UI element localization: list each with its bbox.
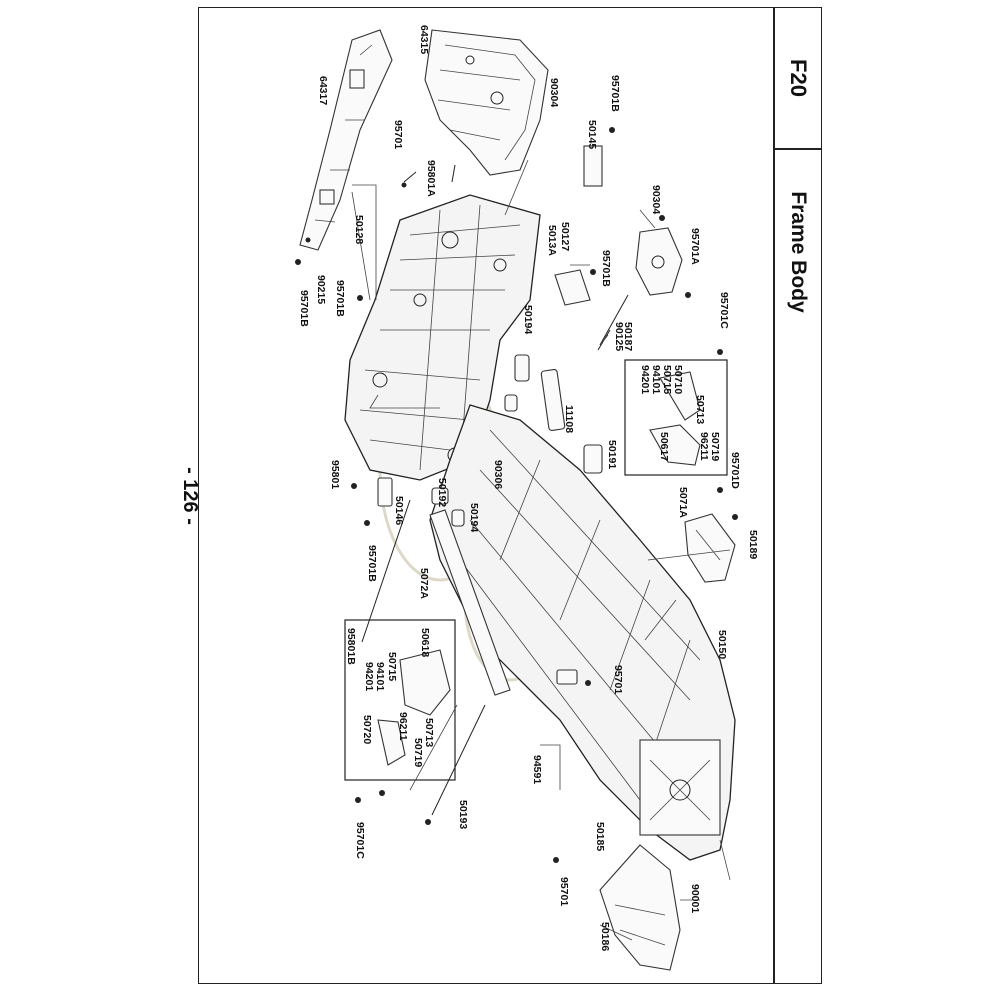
part-label: 95701A (689, 228, 701, 265)
part-label: 90304 (548, 78, 560, 108)
part-label: 50193 (457, 800, 469, 830)
part-label: 50719 (709, 432, 721, 462)
part-label: 95701 (558, 877, 570, 907)
part-label: 50719 (412, 738, 424, 768)
rear-bracket-50189 (684, 513, 736, 583)
header-column-divider (773, 7, 775, 984)
pillion-footrest-bracket (554, 145, 683, 351)
part-label: 5072A (418, 568, 430, 599)
part-label: 5013A (546, 225, 558, 256)
part-label: 90125 (613, 322, 625, 352)
part-label: 96211 (698, 432, 710, 461)
part-label: 11108 (563, 405, 575, 434)
part-label: 90306 (492, 460, 504, 490)
small-fasteners (295, 127, 738, 863)
part-label: 64315 (418, 25, 430, 55)
part-label: 50189 (747, 530, 759, 560)
part-label: 50194 (468, 503, 480, 533)
section-code-divider (773, 148, 822, 150)
part-label: 90304 (650, 185, 662, 215)
part-label: 50618 (419, 628, 431, 658)
part-label: 94591 (531, 755, 543, 785)
part-label: 95701C (718, 292, 730, 329)
part-label: 95701D (729, 452, 741, 489)
main-frame-lower (429, 404, 736, 861)
part-label: 50710 (672, 365, 684, 395)
part-label: 50191 (606, 440, 618, 470)
page-border (198, 7, 822, 984)
part-label: 94101 (374, 662, 386, 692)
part-label: 50192 (436, 478, 448, 508)
leader-lines (351, 159, 731, 941)
part-label: 95801A (425, 160, 437, 197)
part-label: 50145 (586, 120, 598, 150)
left-footrest-kit-box (344, 619, 456, 781)
part-label: 95701 (612, 665, 624, 695)
part-label: 50715 (661, 365, 673, 395)
part-label: 95701 (392, 120, 404, 150)
part-label: 95701C (354, 822, 366, 859)
part-label: 50185 (594, 822, 606, 852)
part-label: 95701B (334, 280, 346, 317)
part-label: 50713 (694, 395, 706, 425)
lower-tube (429, 509, 511, 696)
part-label: 50128 (353, 215, 365, 245)
part-label: 90215 (315, 275, 327, 305)
part-label: 94201 (639, 365, 651, 395)
part-label: 95701B (298, 290, 310, 327)
part-label: 94101 (650, 365, 662, 395)
part-label: 50617 (658, 432, 670, 462)
part-label: 95701B (600, 250, 612, 287)
part-label: 95701B (366, 545, 378, 582)
part-label: 90001 (689, 884, 701, 914)
part-label: 50720 (361, 715, 373, 745)
right-footrest-assembly (649, 371, 701, 466)
top-subframe-bracket (424, 29, 549, 176)
part-label: 50150 (716, 630, 728, 660)
part-label: 95801 (329, 460, 341, 490)
part-label: 95801B (345, 628, 357, 665)
part-label: 50715 (386, 652, 398, 682)
part-label: 96211 (397, 712, 409, 741)
left-rail-bracket (299, 29, 393, 251)
part-label: 50186 (599, 922, 611, 952)
rear-fender (599, 844, 681, 971)
part-label: 95701B (609, 75, 621, 112)
long-bolts (361, 164, 486, 816)
part-label: 94201 (363, 662, 375, 692)
part-label: 64317 (317, 76, 329, 106)
part-label: 50194 (522, 305, 534, 335)
part-label: 50713 (423, 718, 435, 748)
part-label: 50127 (559, 222, 571, 252)
right-footrest-kit-box (624, 359, 728, 476)
left-footrest-assembly (377, 649, 451, 766)
spacers-and-collars (377, 354, 603, 685)
part-label: 5071A (677, 487, 689, 518)
part-label: 50146 (393, 496, 405, 526)
